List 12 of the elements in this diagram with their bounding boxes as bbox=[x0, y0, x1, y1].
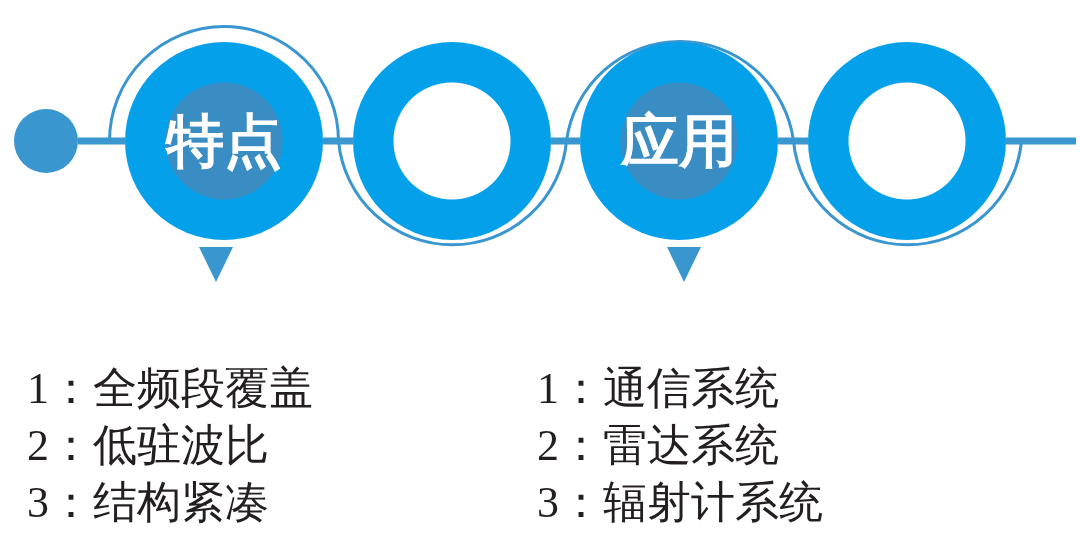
list-item: 1：全频段覆盖 bbox=[27, 364, 313, 415]
list-item: 3：结构紧凑 bbox=[27, 478, 269, 529]
list-item: 1：通信系统 bbox=[537, 364, 779, 415]
list-item: 2：雷达系统 bbox=[537, 421, 779, 472]
list-item: 2：低驻波比 bbox=[27, 421, 269, 472]
connector-line bbox=[78, 137, 125, 145]
list-item: 3：辐射计系统 bbox=[537, 478, 823, 529]
topic-label: 特点 bbox=[166, 110, 282, 172]
connector-line bbox=[551, 137, 580, 145]
connector-line bbox=[778, 137, 808, 145]
connector-line bbox=[323, 137, 353, 145]
topic-label: 应用 bbox=[621, 110, 737, 172]
